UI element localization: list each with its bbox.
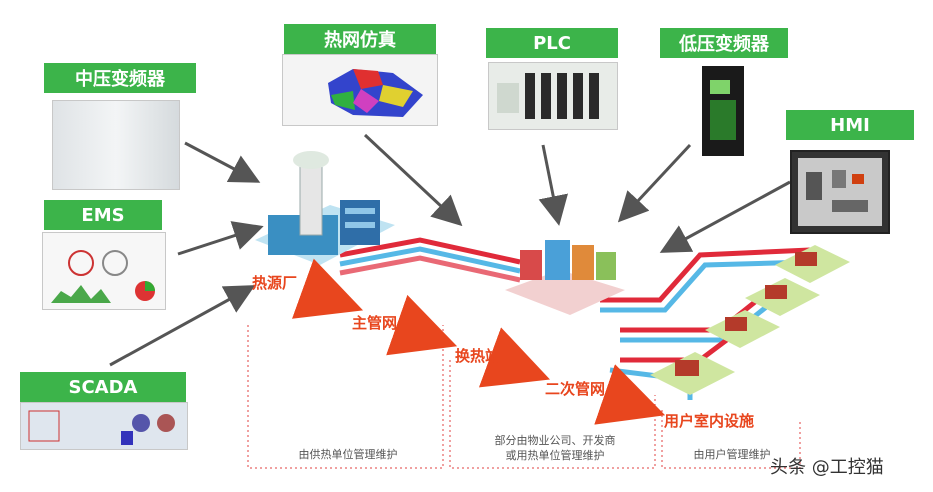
ems-image (42, 232, 166, 310)
connector-arrows (109, 133, 791, 367)
responsibility-user-text: 由用户管理维护 (693, 448, 771, 461)
user-houses (650, 245, 850, 395)
stage-exchange-station: 换热站 (455, 347, 501, 365)
heat-source-plant (255, 151, 395, 265)
label-mv-vfd: 中压变频器 (44, 63, 196, 93)
label-plc: PLC (486, 28, 618, 58)
label-hmi: HMI (786, 110, 914, 140)
stage-arrows (291, 258, 666, 425)
responsibility-heat-supplier: 由供热单位管理维护 (268, 447, 428, 462)
responsibility-user: 由用户管理维护 (672, 447, 792, 462)
exchange-station-block (505, 240, 625, 315)
label-lv-vfd: 低压变频器 (660, 28, 788, 58)
responsibility-heat-supplier-text: 由供热单位管理维护 (298, 448, 398, 461)
label-ems: EMS (44, 200, 162, 230)
lv-vfd-image (702, 66, 744, 156)
stage-secondary-pipe: 二次管网 (545, 380, 606, 398)
mv-vfd-image (52, 100, 180, 190)
stage-heat-source: 热源厂 (252, 274, 298, 292)
label-scada: SCADA (20, 372, 186, 402)
responsibility-property-line2: 或用热单位管理维护 (505, 449, 605, 462)
stage-main-pipe: 主管网 (352, 314, 398, 332)
responsibility-property: 部分由物业公司、开发商 或用热单位管理维护 (460, 433, 650, 463)
watermark: 头条 @工控猫 (770, 457, 884, 478)
responsibility-boundaries (247, 325, 801, 469)
hmi-image (790, 150, 890, 234)
plc-image (488, 62, 618, 130)
responsibility-property-line1: 部分由物业公司、开发商 (494, 434, 616, 447)
scada-image (20, 402, 188, 450)
heat-sim-image (282, 54, 438, 126)
label-heat-sim: 热网仿真 (284, 24, 436, 54)
stage-user-facility: 用户室内设施 (664, 412, 755, 430)
